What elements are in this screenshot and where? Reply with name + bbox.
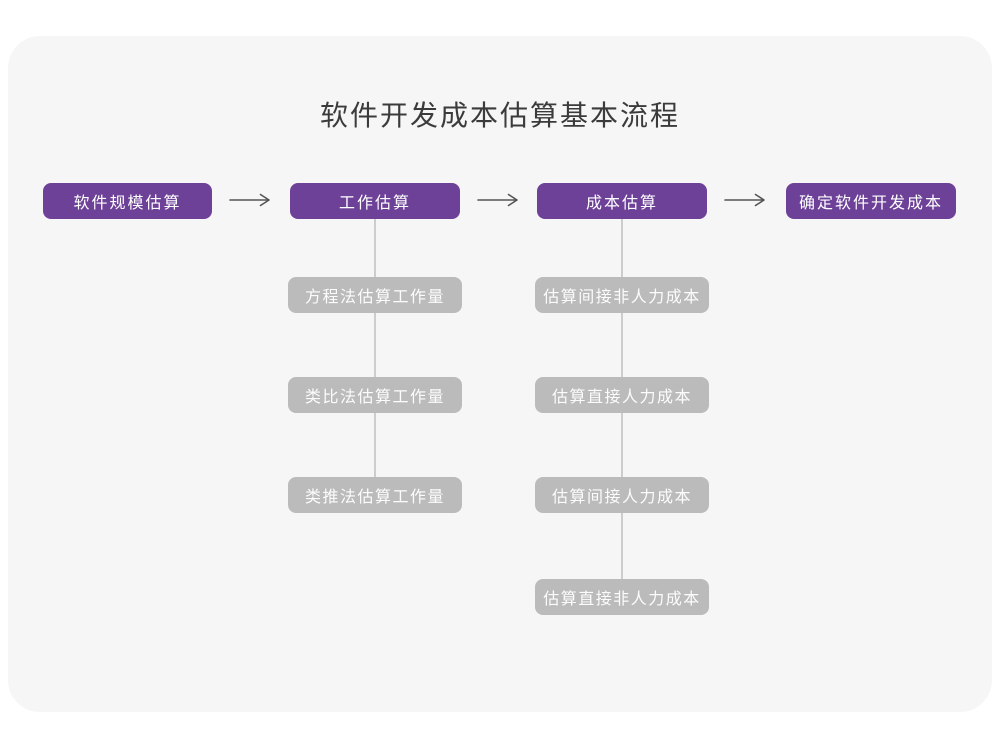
- substep-direct-non-labor-cost: 估算直接非人力成本: [535, 579, 709, 615]
- substep-label: 类比法估算工作量: [304, 389, 445, 406]
- step-label: 软件规模估算: [73, 195, 182, 212]
- connector-line-work-estimation: [374, 218, 376, 495]
- substep-label: 方程法估算工作量: [304, 289, 445, 306]
- substep-label: 估算直接非人力成本: [543, 591, 701, 608]
- substep-direct-labor-cost: 估算直接人力成本: [535, 377, 709, 413]
- substep-analogy-method-workload: 类比法估算工作量: [288, 377, 462, 413]
- step-software-scale-estimation: 软件规模估算: [43, 183, 212, 219]
- step-label: 工作估算: [338, 195, 411, 212]
- substep-extrapolation-method-workload: 类推法估算工作量: [288, 477, 462, 513]
- step-label: 确定软件开发成本: [798, 195, 943, 212]
- right-arrow-icon: [477, 193, 518, 207]
- step-label: 成本估算: [585, 195, 658, 212]
- substep-label: 类推法估算工作量: [304, 489, 445, 506]
- right-arrow-icon: [724, 193, 765, 207]
- substep-label: 估算间接人力成本: [551, 489, 692, 506]
- substep-label: 估算直接人力成本: [551, 389, 692, 406]
- step-determine-software-dev-cost: 确定软件开发成本: [786, 183, 956, 219]
- substep-equation-method-workload: 方程法估算工作量: [288, 277, 462, 313]
- diagram-canvas: [8, 36, 992, 712]
- substep-label: 估算间接非人力成本: [543, 289, 701, 306]
- right-arrow-icon: [229, 193, 270, 207]
- substep-indirect-labor-cost: 估算间接人力成本: [535, 477, 709, 513]
- substep-indirect-non-labor-cost: 估算间接非人力成本: [535, 277, 709, 313]
- step-work-estimation: 工作估算: [290, 183, 460, 219]
- diagram-title: 软件开发成本估算基本流程: [319, 100, 680, 131]
- step-cost-estimation: 成本估算: [537, 183, 707, 219]
